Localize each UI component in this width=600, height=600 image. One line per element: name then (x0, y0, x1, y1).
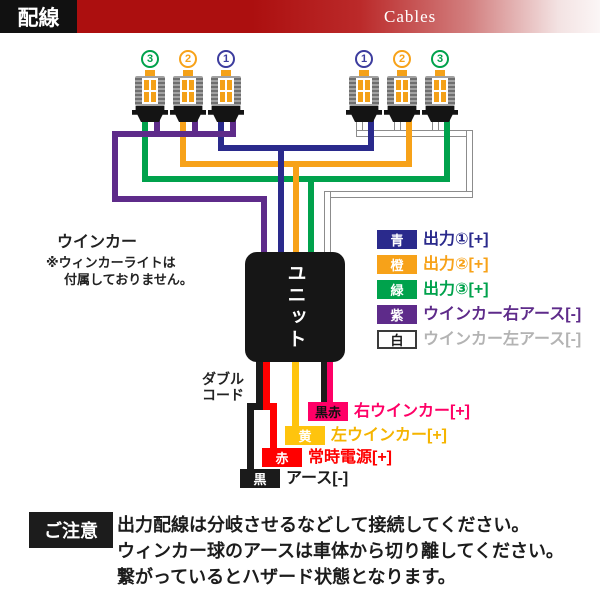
caution-badge: ご注意 (29, 512, 113, 548)
wire-red-drop (270, 403, 277, 450)
wire-purple-return (112, 196, 267, 202)
wire-blackred-pair-red (327, 358, 333, 404)
wire-green-lead-left (142, 120, 148, 182)
legend-label-left-ground: ウインカー左アース[-] (423, 331, 582, 348)
wire-blue-rail (218, 145, 374, 151)
page-title-english: Cables (384, 7, 437, 26)
wire-red-pair-top (263, 358, 270, 410)
led-bulb-right-1 (346, 70, 382, 122)
wire-yellow-drop (292, 358, 299, 428)
tag-yellow: 黄 (285, 426, 325, 445)
wire-orange-lead-left (180, 120, 186, 167)
led-bulb-left-2 (170, 70, 206, 122)
caution-line-2: ウィンカー球のアースは車体から切り離してください。 (117, 541, 564, 561)
tag-black-red: 黒赤 (308, 402, 348, 421)
bulb-led-tip (359, 70, 369, 78)
bulb-body (349, 76, 379, 106)
wire-purple-drop (261, 196, 267, 254)
caution-line-1: 出力配線は分岐させるなどして接続してください。 (117, 515, 530, 535)
bulb-wedge-base (170, 106, 206, 122)
wire-purple-lead-3 (230, 120, 236, 137)
double-cord-line2: コード (202, 387, 244, 403)
led-bulb-right-3 (422, 70, 458, 122)
legend-swatch-orange: 橙 (377, 255, 417, 274)
wire-white-vertical (466, 130, 473, 198)
label-ground: アース[-] (286, 470, 349, 487)
wire-white-return (327, 191, 473, 198)
wire-purple-lead-2 (192, 120, 198, 137)
wire-green-drop (308, 176, 314, 256)
legend-swatch-white: 白 (377, 330, 417, 349)
legend-label-right-ground: ウインカー右アース[-] (423, 306, 582, 323)
bulb-led-chips (432, 78, 448, 104)
wire-purple-lead-1 (154, 120, 160, 137)
caution-text: 出力配線は分岐させるなどして接続してください。 ウィンカー球のアースは車体から切… (117, 512, 564, 590)
wire-green-lead-right (444, 120, 450, 182)
legend-swatch-purple: 紫 (377, 305, 417, 324)
legend-swatch-blue: 青 (377, 230, 417, 249)
label-constant-power: 常時電源[+] (308, 449, 393, 466)
wire-black-pair-top (256, 358, 263, 410)
bulb-led-chips (218, 78, 234, 104)
bulb-led-chips (142, 78, 158, 104)
legend-label-output1: 出力①[+] (423, 231, 489, 248)
bulb-body (135, 76, 165, 106)
tag-red: 赤 (262, 448, 302, 467)
wire-blue-lead-right (368, 120, 374, 151)
wire-black-jog (247, 403, 263, 410)
bulb-led-tip (183, 70, 193, 78)
wire-orange-drop (293, 161, 299, 256)
wire-blackred-pair-black (321, 358, 327, 404)
label-right-winker: 右ウインカー[+] (354, 403, 471, 420)
double-cord-line1: ダブル (202, 371, 244, 387)
tag-black: 黒 (240, 469, 280, 488)
legend-swatch-green: 緑 (377, 280, 417, 299)
unit-label: ユニット (284, 263, 306, 351)
bulb-wedge-base (422, 106, 458, 122)
bulb-wedge-base (132, 106, 168, 122)
wire-blue-drop (278, 145, 284, 256)
bulb-body (211, 76, 241, 106)
bulb-number-left-1: 1 (217, 50, 235, 68)
bulb-led-tip (397, 70, 407, 78)
header-red-bar (0, 0, 600, 33)
winker-note-line2: 付属しておりません。 (64, 272, 193, 287)
led-bulb-right-2 (384, 70, 420, 122)
page-title: 配線 (0, 0, 77, 33)
bulb-body (173, 76, 203, 106)
bulb-wedge-base (384, 106, 420, 122)
bulb-wedge-base (208, 106, 244, 122)
wire-orange-lead-right (406, 120, 412, 167)
bulb-number-right-2: 2 (393, 50, 411, 68)
led-bulb-left-1 (208, 70, 244, 122)
bulb-led-tip (145, 70, 155, 78)
double-cord-label: ダブル コード (202, 371, 244, 403)
bulb-body (425, 76, 455, 106)
bulb-number-right-1: 1 (355, 50, 373, 68)
legend-label-output3: 出力③[+] (423, 281, 489, 298)
bulb-number-right-3: 3 (431, 50, 449, 68)
bulb-led-chips (356, 78, 372, 104)
wire-white-drop (324, 191, 331, 254)
led-bulb-left-3 (132, 70, 168, 122)
winker-note-line1: ※ウィンカーライトは (46, 255, 176, 270)
bulb-number-left-3: 3 (141, 50, 159, 68)
bulb-body (387, 76, 417, 106)
bulb-led-chips (394, 78, 410, 104)
bulb-led-tip (435, 70, 445, 78)
legend-label-output2: 出力②[+] (423, 256, 489, 273)
bulb-number-left-2: 2 (179, 50, 197, 68)
bulb-led-tip (221, 70, 231, 78)
wire-black-drop (247, 403, 254, 471)
wire-purple-bus (112, 131, 236, 137)
winker-label: ウインカー (57, 234, 138, 251)
bulb-wedge-base (346, 106, 382, 122)
label-left-winker: 左ウインカー[+] (331, 427, 448, 444)
bulb-led-chips (180, 78, 196, 104)
wire-purple-vertical (112, 131, 118, 199)
caution-line-3: 繋がっているとハザード状態となります。 (117, 567, 456, 587)
control-unit: ユニット (245, 252, 345, 362)
